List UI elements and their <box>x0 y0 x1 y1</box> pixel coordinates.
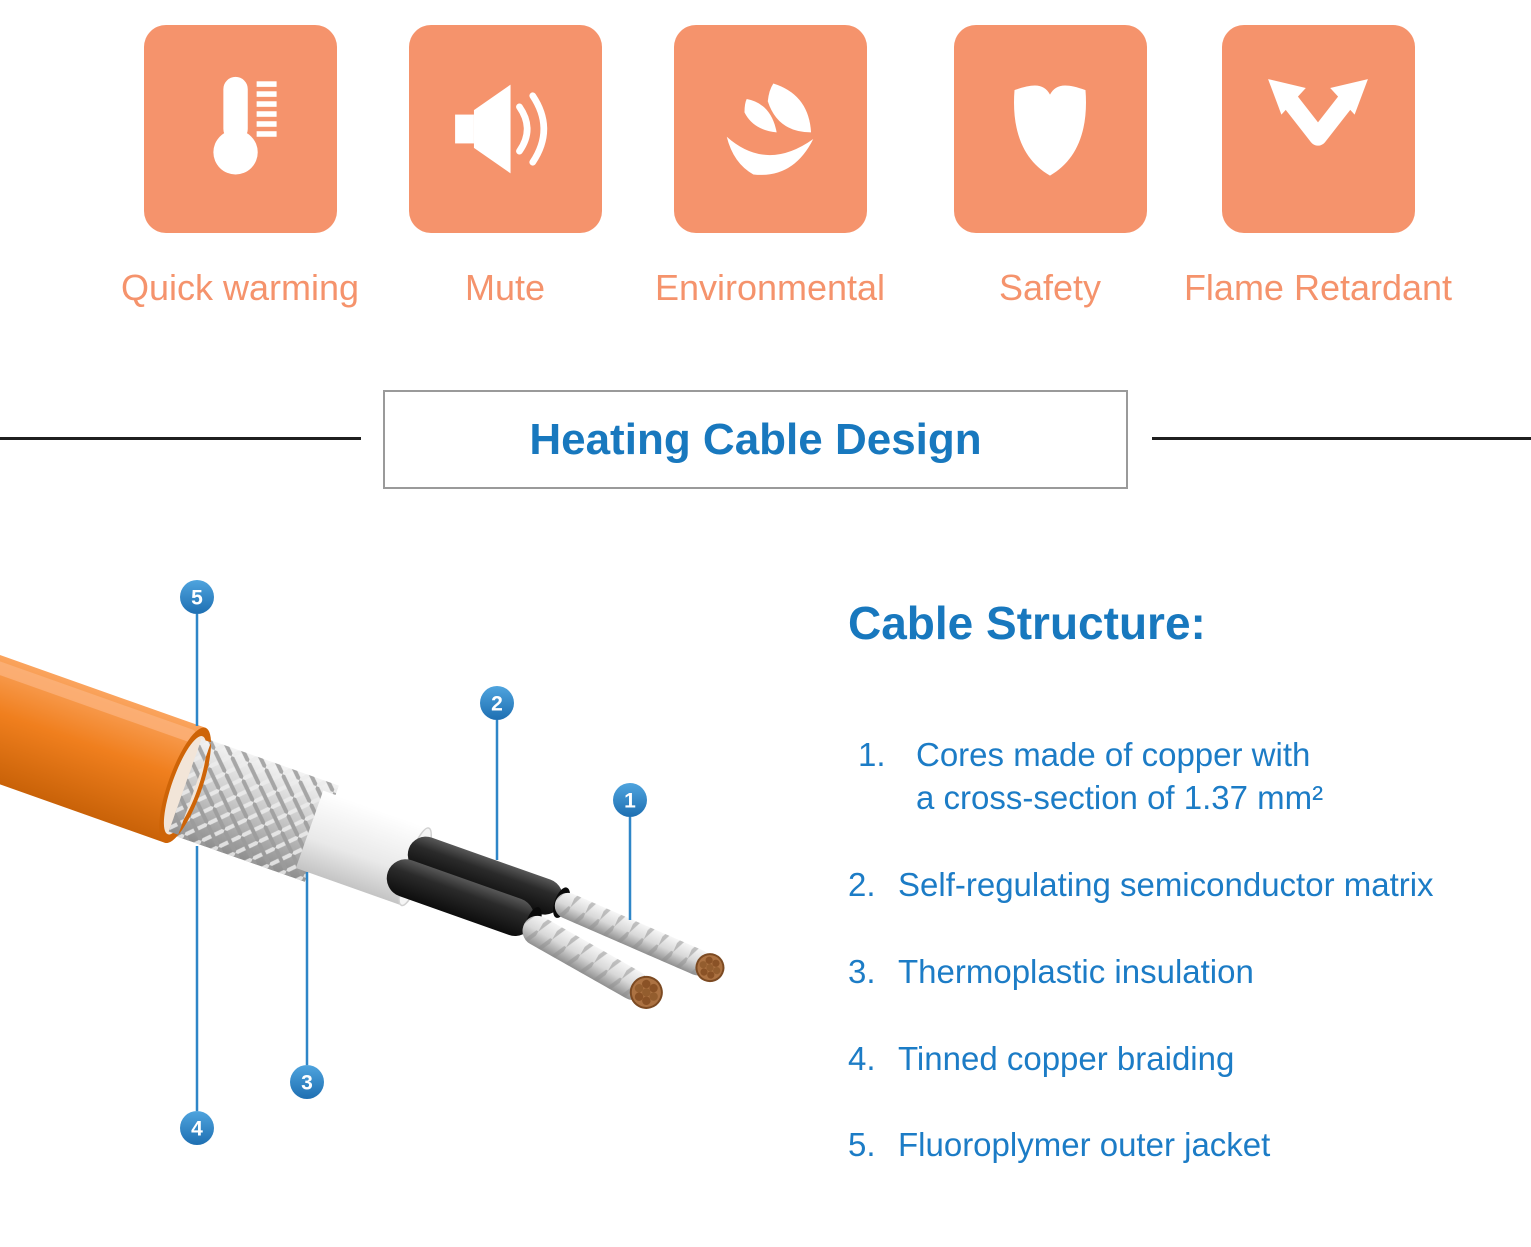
feature-tile <box>673 25 867 233</box>
callout-2-number: 2 <box>491 693 503 716</box>
structure-item-5: 5. Fluoroplymer outer jacket <box>848 1124 1518 1167</box>
feature-label: Environmental <box>654 267 886 308</box>
feature-environmental: Environmental <box>630 25 910 309</box>
callout-5: 5 <box>180 580 214 614</box>
callout-2: 2 <box>480 686 514 720</box>
diverging-arrows-icon <box>1268 79 1368 146</box>
section-title: Heating Cable Design <box>383 390 1128 489</box>
feature-label: Mute <box>464 267 546 308</box>
cable-jacket <box>0 634 212 844</box>
structure-item-4: 4. Tinned copper braiding <box>848 1038 1518 1081</box>
item-number: 2. <box>848 865 876 903</box>
cable-structure-panel: Cable Structure: 1. Cores made of copper… <box>848 596 1518 1211</box>
feature-label: Quick warming <box>120 267 360 308</box>
cable-illustration: 5 2 1 3 4 <box>0 580 725 1145</box>
leaf-hand-icon <box>726 83 814 175</box>
feature-tile <box>1221 25 1415 233</box>
feature-flame-retardant: Flame Retardant <box>1178 25 1458 309</box>
callout-3: 3 <box>290 1065 324 1099</box>
callout-badges: 5 2 1 3 4 <box>180 580 647 1145</box>
speaker-waves-icon <box>455 84 548 174</box>
cable-braid <box>168 737 339 882</box>
cable-core-2 <box>522 915 663 1009</box>
structure-item-3: 3. Thermoplastic insulation <box>848 951 1518 994</box>
item-text: Fluoroplymer outer jacket <box>898 1126 1271 1164</box>
thermometer-icon <box>213 76 277 175</box>
title-rule-right <box>1152 437 1531 440</box>
feature-label: Flame Retardant <box>1183 267 1453 308</box>
callout-5-number: 5 <box>191 587 203 610</box>
item-number: 1. <box>858 736 886 773</box>
item-text: Thermoplastic insulation <box>898 952 1254 990</box>
feature-tile <box>953 25 1147 233</box>
callout-4-number: 4 <box>191 1118 203 1141</box>
feature-tile <box>408 25 602 233</box>
item-text: Self-regulating semiconductor matrix <box>898 865 1434 903</box>
callout-1: 1 <box>613 783 647 817</box>
title-rule-left <box>0 437 361 440</box>
structure-item-2: 2. Self-regulating semiconductor matrix <box>848 864 1518 907</box>
feature-quick-warming: Quick warming <box>100 25 380 309</box>
callout-3-number: 3 <box>301 1072 313 1095</box>
feature-safety: Safety <box>910 25 1190 309</box>
feature-tile <box>143 25 337 233</box>
callout-4: 4 <box>180 1111 214 1145</box>
feature-label: Safety <box>998 267 1102 308</box>
callout-lines <box>195 614 632 1111</box>
item-number: 3. <box>848 952 876 990</box>
cable-core-1 <box>554 892 725 983</box>
feature-mute: Mute <box>365 25 645 309</box>
cable-body <box>0 634 725 1009</box>
callout-1-number: 1 <box>624 790 636 813</box>
shield-icon <box>1014 85 1086 176</box>
item-text: Tinned copper braiding <box>898 1039 1235 1077</box>
structure-heading: Cable Structure: <box>848 597 1206 649</box>
structure-item-1: 1. Cores made of copper with a cross-sec… <box>848 734 1518 820</box>
item-number: 4. <box>848 1039 876 1077</box>
item-text: Cores made of copper with a cross-sectio… <box>916 736 1324 816</box>
item-number: 5. <box>848 1126 876 1164</box>
